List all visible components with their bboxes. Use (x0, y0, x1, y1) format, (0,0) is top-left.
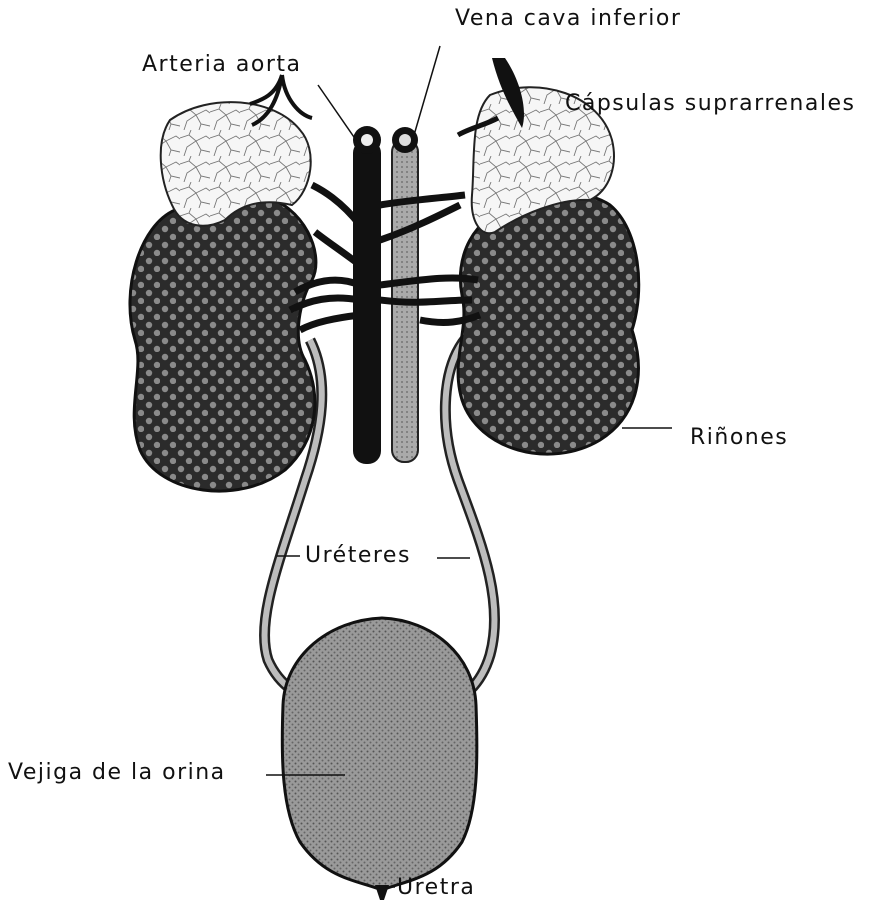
label-vejiga-de-la-orina: Vejiga de la orina (8, 762, 226, 784)
label-vena-cava-inferior: Vena cava inferior (455, 8, 681, 30)
aorta (353, 140, 381, 464)
vena-cava-leader-line (412, 46, 440, 142)
label-capsulas-suprarrenales: Cápsulas suprarrenales (565, 93, 855, 115)
label-rinones: Riñones (690, 427, 788, 449)
aorta-opening-inner (361, 134, 373, 146)
left-kidney (130, 193, 316, 491)
vena-cava-opening-inner (399, 134, 411, 146)
label-uretra: Uretra (397, 877, 475, 899)
aorta-leader-line (318, 85, 356, 140)
label-arteria-aorta: Arteria aorta (142, 54, 301, 76)
bladder (282, 618, 477, 890)
label-ureteres: Uréteres (305, 545, 411, 567)
